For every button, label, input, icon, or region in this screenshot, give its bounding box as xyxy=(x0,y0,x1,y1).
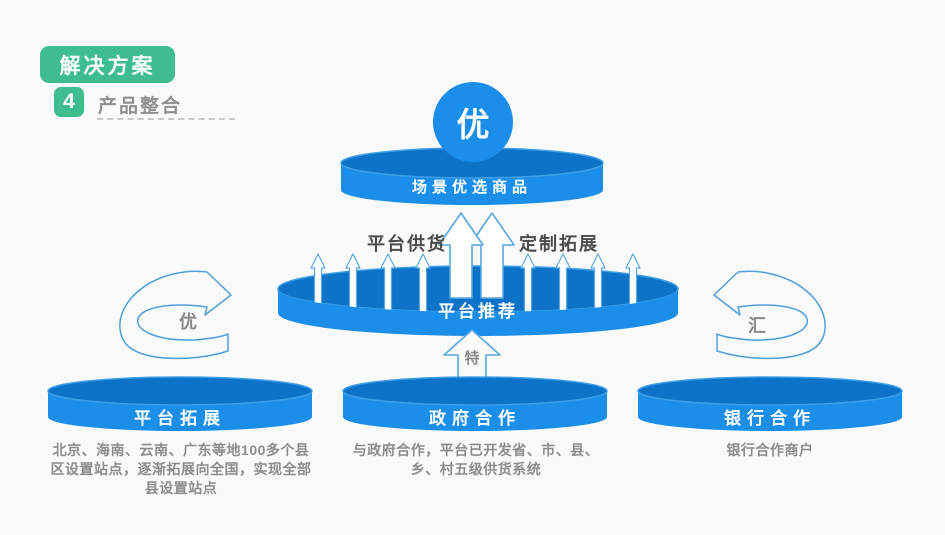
description-government: 与政府合作，平台已开发省、市、县、乡、村五级供货系统 xyxy=(352,442,600,477)
bottom-title-platform: 平台拓展 xyxy=(134,409,226,428)
special-up-arrow xyxy=(443,329,501,380)
top-circle-badge: 优 xyxy=(433,82,513,162)
small-up-arrow xyxy=(625,253,641,313)
small-up-arrow xyxy=(520,253,536,313)
platform-cylinder xyxy=(277,253,679,336)
bottom-title-government: 政府合作 xyxy=(429,409,521,428)
small-up-arrow xyxy=(590,253,606,313)
description-platform: 北京、海南、云南、广东等地100多个县区设置站点，逐渐拓展向全国，实现全部县设置… xyxy=(50,442,312,496)
bottom-cylinder-bank xyxy=(637,376,903,431)
platform-cylinder-label: 平台推荐 xyxy=(438,302,518,321)
swirl-arrow-right xyxy=(713,270,826,360)
top-cylinder xyxy=(340,147,604,205)
section-title-badge: 解决方案 xyxy=(40,46,175,83)
supply-arrow-label: 平台供货 xyxy=(367,234,447,254)
big-up-arrow-right xyxy=(469,212,515,299)
small-up-arrow xyxy=(310,253,326,313)
bottom-cylinder-government xyxy=(342,376,608,431)
swirl-arrow-left xyxy=(119,270,232,360)
custom-arrow-label: 定制拓展 xyxy=(519,234,599,254)
small-up-arrow xyxy=(380,253,396,313)
scene-cylinder-label: 场景优选商品 xyxy=(411,179,532,196)
small-up-arrows xyxy=(310,253,641,313)
right-swirl-label: 汇 xyxy=(748,316,766,336)
dashed-underline xyxy=(97,118,235,120)
big-up-arrow-left xyxy=(438,212,484,299)
special-arrow-label: 特 xyxy=(464,350,480,367)
step-number-badge: 4 xyxy=(54,87,84,117)
description-bank: 银行合作商户 xyxy=(726,442,814,458)
bottom-cylinder-platform xyxy=(47,376,313,431)
small-up-arrow xyxy=(555,253,571,313)
bottom-title-bank: 银行合作 xyxy=(724,409,816,428)
big-up-arrows xyxy=(438,212,515,299)
left-swirl-label: 优 xyxy=(179,312,197,332)
step-title: 产品整合 xyxy=(98,96,183,117)
small-up-arrow xyxy=(415,253,431,313)
small-up-arrow xyxy=(345,253,361,313)
